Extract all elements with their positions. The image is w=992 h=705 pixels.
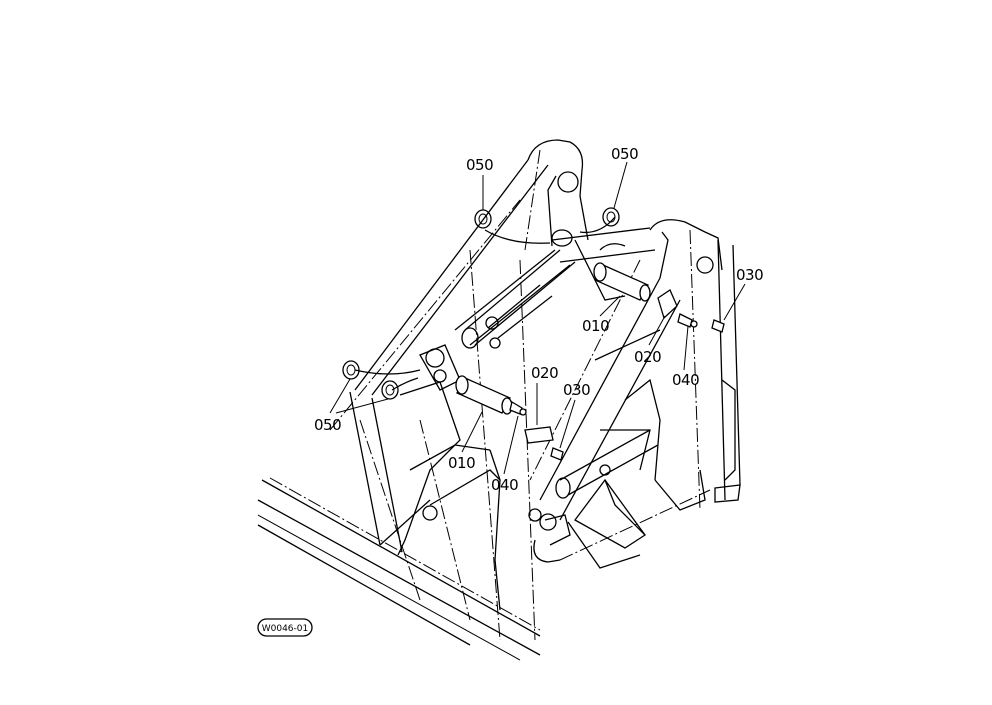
pin-lower [455, 375, 513, 415]
callout-030-right: 030 [736, 266, 763, 284]
callout-030-left: 030 [563, 381, 590, 399]
grease-fitting-lower [509, 400, 527, 416]
callout-040-left: 040 [491, 476, 518, 494]
drawing-code-badge: W0046-01 [257, 618, 313, 637]
washer-top-right [602, 207, 620, 227]
bolt-lower [550, 447, 564, 461]
pin-upper [593, 262, 651, 302]
callout-labels: 050 050 050 010 010 020 020 030 030 040 … [314, 145, 764, 494]
plate-upper [657, 289, 678, 320]
callout-050-top-right: 050 [611, 145, 638, 163]
callout-010-lower: 010 [448, 454, 475, 472]
leader-lines [329, 161, 746, 475]
drawing-code-text: W0046-01 [262, 624, 309, 634]
callout-010-upper: 010 [582, 317, 609, 335]
callout-040-right: 040 [672, 371, 699, 389]
plate-lower [524, 426, 554, 444]
callout-050-top-left: 050 [466, 156, 493, 174]
washer-left-upper [342, 360, 360, 380]
loader-frame-drawing [257, 139, 741, 661]
washer-left-lower [381, 380, 399, 400]
callout-020-left: 020 [531, 364, 558, 382]
bolt-upper [711, 319, 725, 333]
callout-050-left: 050 [314, 416, 341, 434]
callout-020-right: 020 [634, 348, 661, 366]
grease-fitting-upper [677, 313, 698, 328]
